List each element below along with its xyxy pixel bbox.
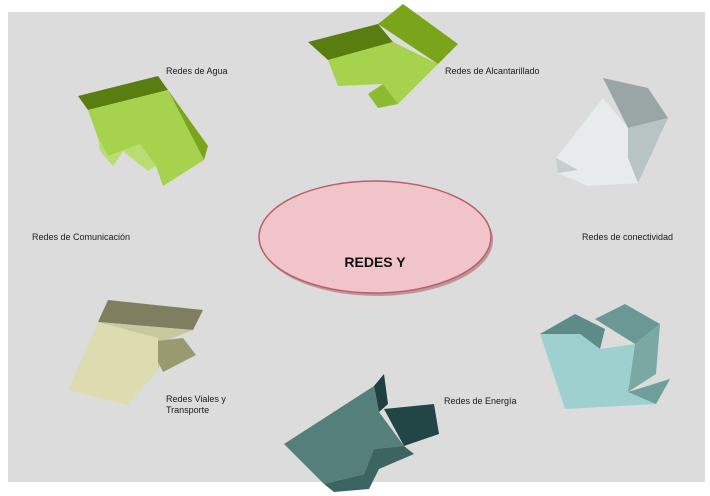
label-redes-de-agua: Redes de Agua bbox=[166, 66, 228, 76]
label-redes-de-conectividad: Redes de conectividad bbox=[582, 232, 674, 242]
label-redes-de-energia: Redes de Energía bbox=[444, 396, 517, 406]
green-arrow-up-right-icon bbox=[78, 76, 208, 186]
green-arrow-right-icon bbox=[308, 4, 458, 108]
diagram-canvas: REDES Y Redes de Agua Redes de Alcantari… bbox=[8, 4, 705, 492]
center-ellipse bbox=[258, 180, 493, 296]
center-title: REDES Y bbox=[344, 254, 406, 270]
label-redes-viales-line1: Redes Viales y bbox=[166, 394, 226, 404]
slate-arrow-left-icon bbox=[284, 374, 439, 492]
teal-arrow-down-icon bbox=[540, 304, 670, 409]
khaki-arrow-down-left-icon bbox=[68, 300, 203, 405]
white-arrow-down-left-icon bbox=[556, 78, 668, 186]
label-redes-viales-line2: Transporte bbox=[166, 405, 210, 415]
label-redes-de-alcantarillado: Redes de Alcantarillado bbox=[445, 66, 540, 76]
label-redes-de-comunicacion: Redes de Comunicación bbox=[32, 232, 131, 242]
